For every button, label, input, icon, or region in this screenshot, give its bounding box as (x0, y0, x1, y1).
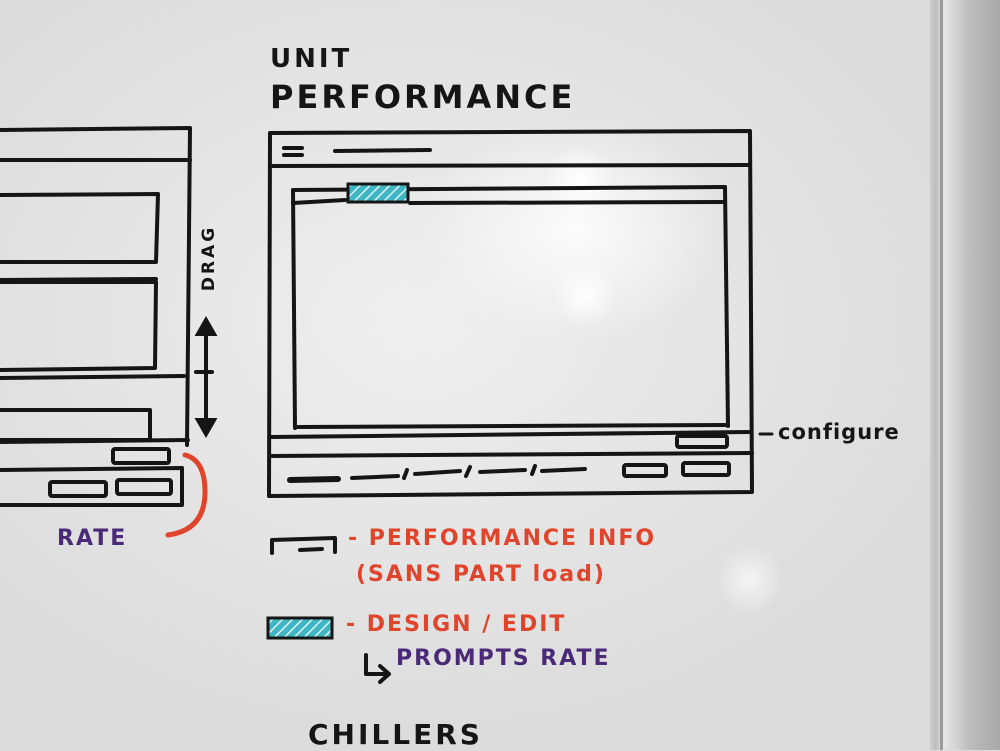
chillers-label: CHILLERS (308, 718, 483, 751)
legend-design-edit: - DESIGN / EDIT (346, 612, 567, 637)
title-performance: PERFORMANCE (270, 78, 576, 116)
rate-label: RATE (57, 526, 128, 551)
whiteboard-frame (930, 0, 1000, 750)
light-glare (555, 260, 615, 330)
light-glare (720, 540, 780, 620)
legend-prompts-rate: PROMPTS RATE (396, 646, 611, 671)
legend-performance-info-note: (SANS PART load) (356, 562, 606, 587)
light-glare (540, 150, 620, 210)
design-edit-tab (346, 182, 410, 204)
title-unit: UNIT (270, 44, 353, 74)
legend-performance-info: - PERFORMANCE INFO (348, 526, 657, 551)
configure-label: configure (778, 420, 900, 444)
